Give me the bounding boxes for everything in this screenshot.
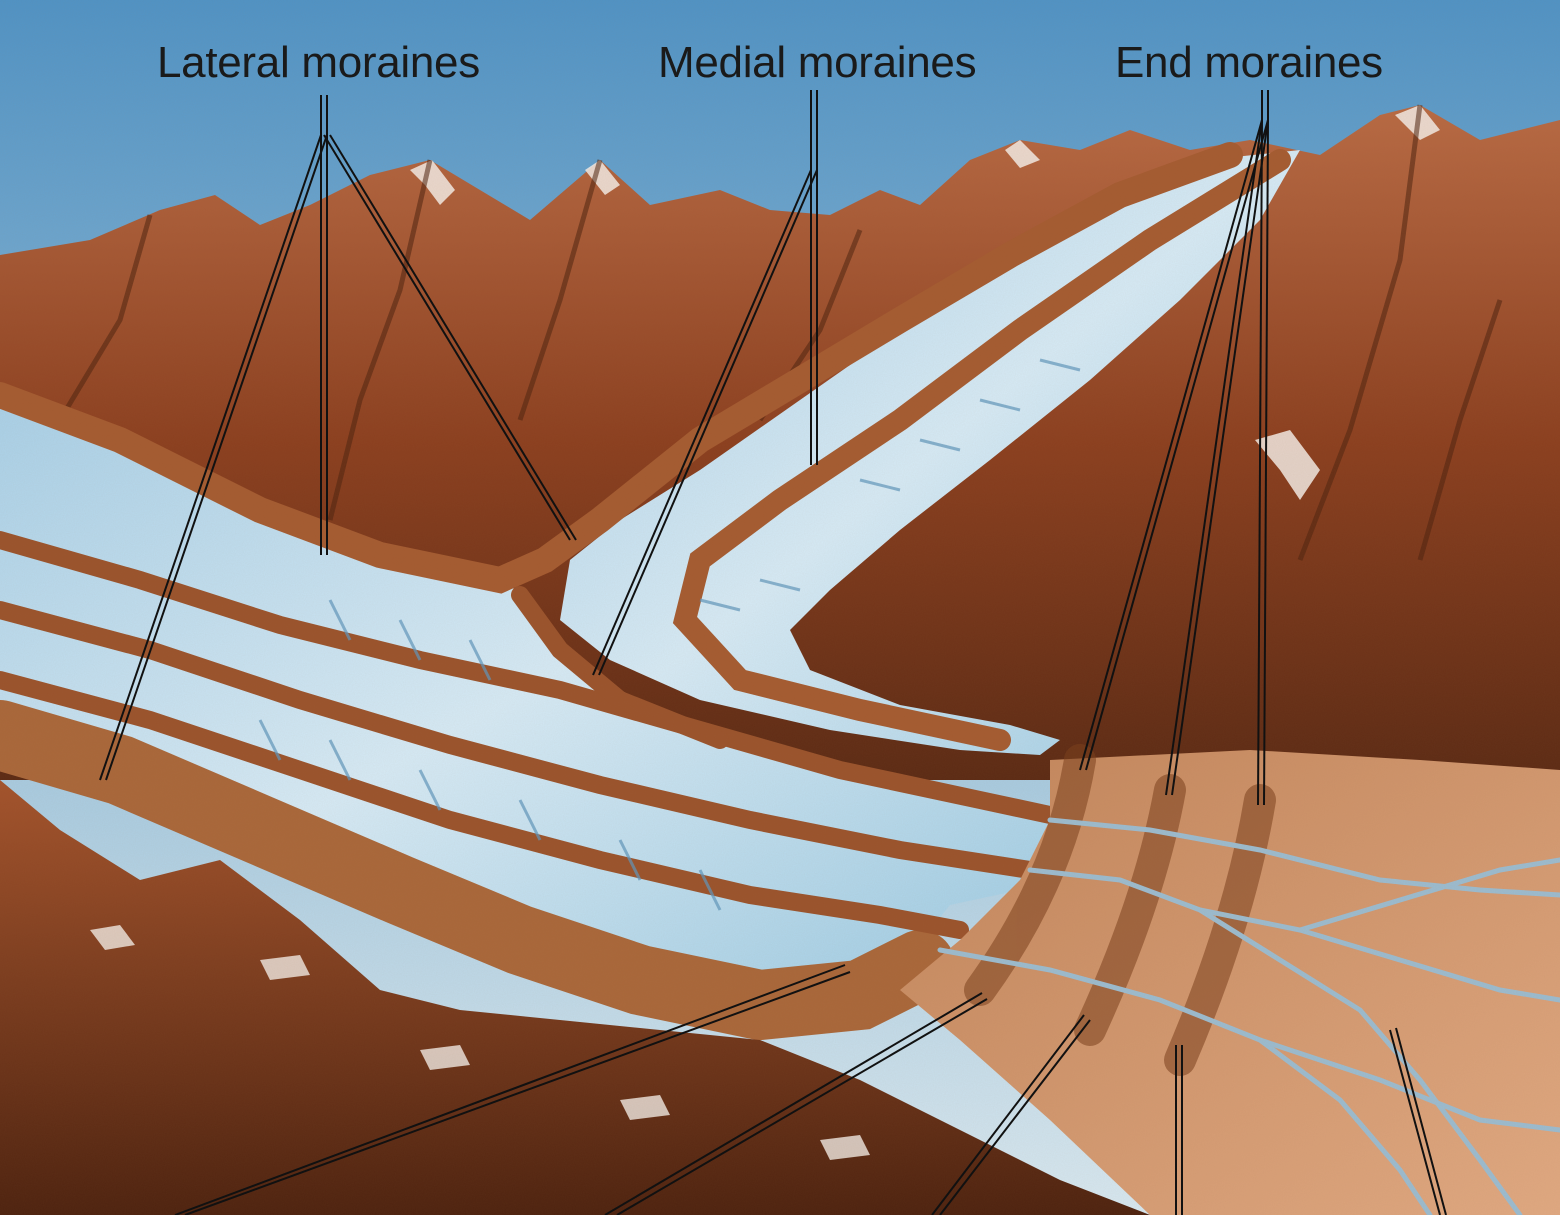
- lateral-moraines-label: Lateral moraines: [157, 38, 480, 88]
- end-moraines-label: End moraines: [1115, 38, 1383, 88]
- medial-moraines-label: Medial moraines: [658, 38, 976, 88]
